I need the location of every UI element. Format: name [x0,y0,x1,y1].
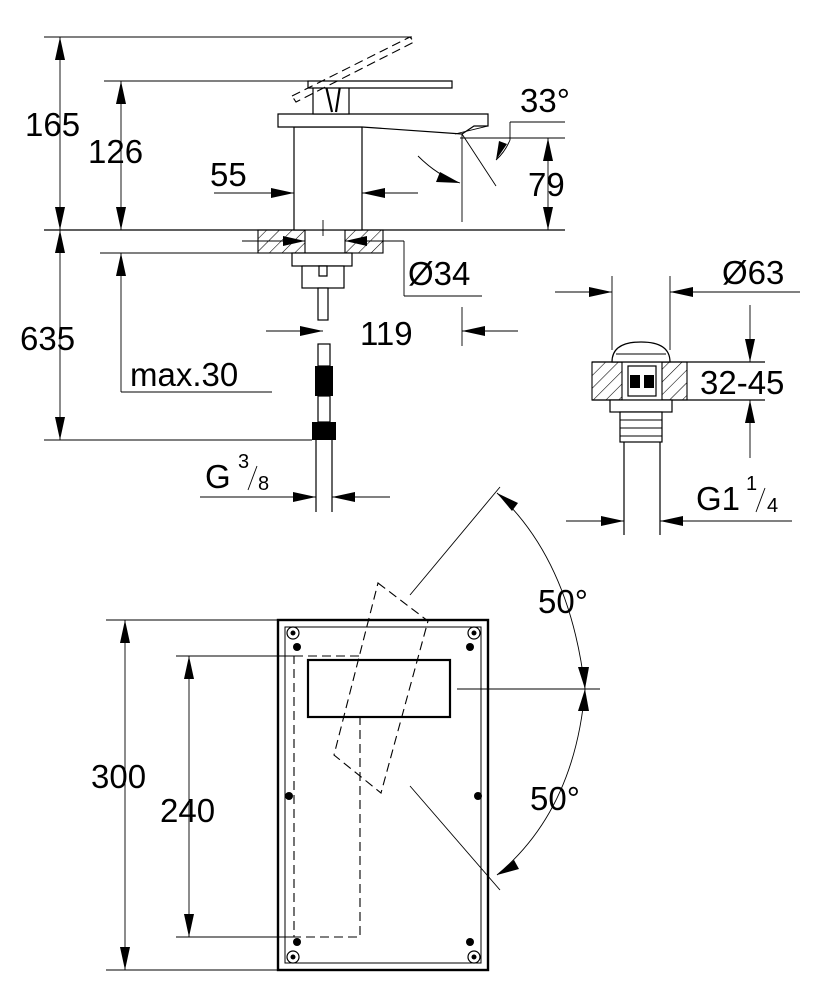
waste-thread-body [619,411,663,443]
fixing-nut [291,252,353,267]
waste-valve [591,341,765,535]
faucet-side-view [44,36,565,512]
dim-outlet-height-label: 79 [528,166,565,203]
fixing-dots [285,643,482,946]
dim-waste-thread: G1 1 4 [566,473,792,526]
lever-open-dashed [291,36,415,103]
dim-swing-angles: 50° 50° [496,492,589,876]
dim-projection: 119 [266,307,518,352]
dim-inlet-thread-main: G [205,458,231,495]
dim-projection-label: 119 [360,315,413,352]
dim-outlet-angle-label: 33° [520,82,570,119]
dim-spout-height-label: 126 [88,133,143,170]
dim-waste-deck: 32-45 [700,305,784,458]
dim-plate-height: 300 [91,619,278,971]
dim-spout-height: 126 [88,80,308,230]
dim-deck-thickness: max.30 [116,253,272,393]
dim-waste-diameter-label: Ø63 [722,254,784,291]
swing-right-label: 50° [530,780,580,817]
waste-nut [609,399,673,413]
dim-inlet-thread-den: 8 [258,473,269,495]
hose-upper [317,343,331,367]
dim-hose-length-label: 635 [20,320,75,357]
dim-body-width-label: 55 [210,156,247,193]
dim-outlet-height: 79 [460,137,565,230]
dim-inlet-thread: G 3 8 [200,451,390,502]
shank-hole [304,229,346,254]
fixing-bolt [318,265,328,277]
dim-body-width: 55 [210,156,418,198]
hose-connector [312,422,336,440]
corner-holes [286,626,481,964]
hose-lower [317,395,331,423]
hose-braid [315,366,333,396]
mounting-plate [276,486,600,972]
dim-waste-deck-label: 32-45 [700,364,784,401]
dim-cutout-height: 240 [160,655,294,938]
swing-left-label: 50° [538,583,588,620]
spout-outlet [454,125,489,135]
cutout-dashed [293,655,361,938]
dim-waste-diameter: Ø63 [555,254,800,350]
threaded-rod [317,287,329,321]
lever-neck [324,85,342,113]
dim-outlet-angle: 33° [417,82,570,222]
dim-hose-length: 635 [20,230,312,441]
dim-waste-thread-num: 1 [746,473,757,495]
dim-deck-thickness-label: max.30 [130,356,238,393]
dim-total-height-label: 165 [25,106,80,143]
dim-hole-diameter: Ø34 [242,236,482,297]
lever-closed [307,80,453,89]
dim-waste-thread-main: G1 [696,480,740,517]
dim-inlet-thread-num: 3 [238,451,249,473]
dim-cutout-height-label: 240 [160,792,215,829]
lever-swung-dashed [333,582,429,794]
faucet-body [293,126,363,231]
dim-waste-thread-den: 4 [767,495,778,517]
dim-hole-diameter-label: Ø34 [408,255,470,292]
lever-top-view [306,658,452,719]
dim-total-height: 165 [25,36,412,230]
waste-cap [611,341,671,363]
dim-plate-height-label: 300 [91,758,146,795]
